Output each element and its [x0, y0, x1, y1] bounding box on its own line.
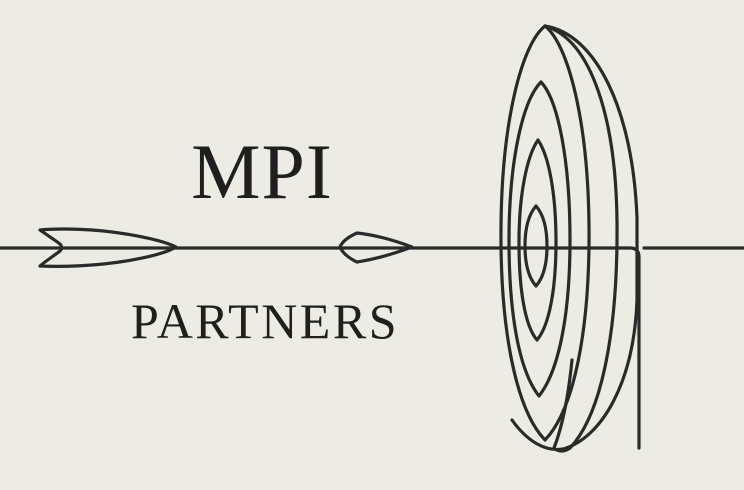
target-ring-outer-lower: [510, 246, 639, 452]
target-depth-edge: [543, 24, 619, 453]
arrow-fletching-front: [338, 231, 414, 264]
brand-primary-wordmark: MPI: [191, 128, 333, 215]
brand-secondary-wordmark: PARTNERS: [130, 293, 400, 349]
target-ring-outer: [543, 24, 639, 250]
target-bullseye: [523, 204, 549, 288]
arrow-shaft-right: [534, 246, 641, 450]
target-ring-2: [507, 80, 572, 398]
target-ring-1: [517, 138, 558, 342]
target-ring-3: [499, 24, 591, 442]
arrow-fletching-rear: [38, 227, 178, 268]
